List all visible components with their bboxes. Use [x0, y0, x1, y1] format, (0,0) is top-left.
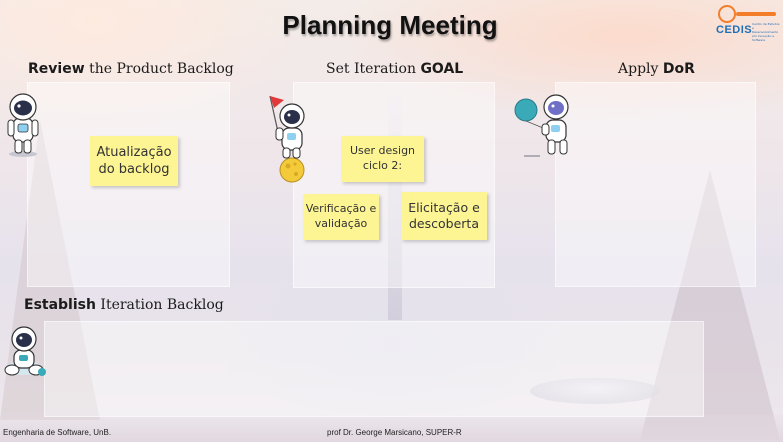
- slide-title: Planning Meeting: [282, 10, 498, 40]
- panel-goal[interactable]: [293, 82, 495, 288]
- section-label-dor-rest: Apply: [618, 61, 663, 77]
- logo-bulb: [718, 5, 736, 23]
- section-label-goal-rest: Set Iteration: [326, 61, 421, 77]
- logo-wire: [736, 12, 776, 16]
- section-label-backlog-bold: Establish: [24, 297, 96, 313]
- background-saucer: [530, 378, 660, 404]
- sticky-note-user-design[interactable]: User design ciclo 2:: [341, 136, 424, 182]
- sticky-note-verificacao[interactable]: Verificação e validação: [303, 194, 379, 240]
- section-label-dor-bold: DoR: [662, 61, 695, 77]
- sticky-note-elicitacao[interactable]: Elicitação e descoberta: [401, 192, 487, 240]
- astronaut-icon: [5, 92, 41, 158]
- section-label-review-rest: the Product Backlog: [84, 61, 234, 77]
- footer-course: Engenharia de Software, UnB.: [3, 428, 112, 437]
- section-label-dor: Apply DoR: [618, 61, 695, 77]
- section-label-backlog-rest: Iteration Backlog: [95, 297, 224, 313]
- cedis-logo-icon: CEDIS Centro de Estudos e Desenvolviment…: [714, 4, 780, 42]
- section-label-backlog: Establish Iteration Backlog: [24, 297, 224, 313]
- astronaut-balloon-icon: [512, 92, 582, 158]
- section-label-goal-bold: GOAL: [420, 61, 464, 77]
- section-label-review: Review the Product Backlog: [28, 61, 234, 77]
- background-mountain: [640, 170, 780, 440]
- astronaut-flag-icon: [262, 92, 308, 184]
- footer-author: prof Dr. George Marsicano, SUPER-R: [327, 428, 462, 437]
- panel-dor[interactable]: [555, 82, 756, 287]
- section-label-review-bold: Review: [28, 61, 85, 77]
- logo-name: CEDIS: [716, 24, 753, 36]
- background-ground: [0, 415, 783, 442]
- logo-tagline: Centro de Estudos e Desenvolvimento em I…: [752, 22, 780, 42]
- panel-backlog[interactable]: [44, 321, 704, 417]
- section-label-goal: Set Iteration GOAL: [326, 61, 463, 77]
- sticky-note-atualizacao[interactable]: Atualização do backlog: [90, 136, 178, 186]
- astronaut-sitting-icon: [2, 326, 48, 378]
